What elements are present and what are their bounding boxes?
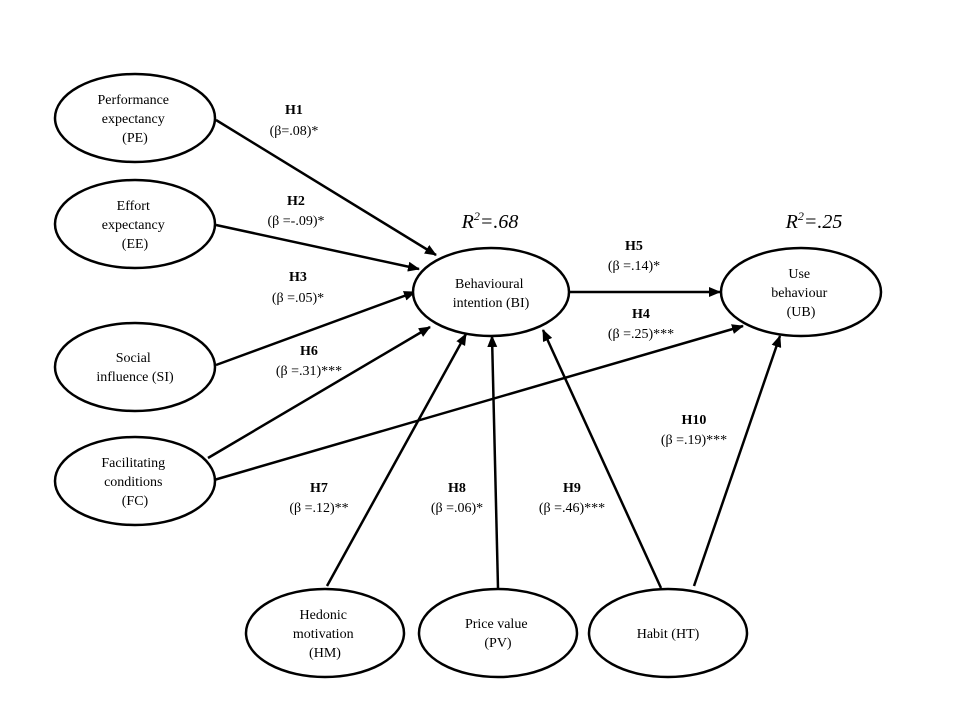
h8-beta: (β =.06)* [431,501,483,516]
node-ht [587,587,749,679]
h4-beta: (β =.25)*** [608,327,674,342]
edge-h10-ht-ub [692,335,782,587]
node-pe [53,72,217,164]
edge-h2-ee-bi [215,223,420,272]
node-ee-label: Effort expectancy (EE) [102,199,168,252]
node-pv-label: Price value (PV) [465,617,531,651]
node-bi [411,246,571,338]
edge-h9-ht-bi [541,329,663,589]
node-fc [53,435,217,527]
node-si [53,321,217,413]
h2-id: H2 [287,194,305,209]
h9-id: H9 [563,481,581,496]
node-pv [417,587,579,679]
node-ub-label: Use behaviour (UB) [771,267,830,320]
edge-h7-hm-bi [325,333,468,587]
h9-beta: (β =.46)*** [539,501,605,516]
h10-beta: (β =.19)*** [661,433,727,448]
edge-h1-pe-bi [215,118,437,257]
node-si-label: Social influence (SI) [96,351,174,385]
h8-id: H8 [448,481,466,496]
node-ht-label: Habit (HT) [637,627,700,642]
nodes [53,72,883,679]
h2-beta: (β =-.09)* [267,214,324,229]
node-bi-label: Behavioural intention (BI) [453,277,530,311]
h4-id: H4 [632,307,650,322]
r2-ub-label: R2=.25 [785,209,843,233]
node-labels: Performance expectancy (PE) Effort expec… [96,93,830,661]
node-pe-label: Performance expectancy (PE) [97,93,172,146]
h1-id: H1 [285,103,303,118]
node-ub [719,246,883,338]
h3-id: H3 [289,270,307,285]
h10-id: H10 [682,413,707,428]
h5-id: H5 [625,239,643,254]
edge-h8-pv-bi [487,335,500,589]
h6-id: H6 [300,344,318,359]
h6-beta: (β =.31)*** [276,364,342,379]
h7-beta: (β =.12)** [289,501,348,516]
node-hm-label: Hedonic motivation (HM) [293,608,357,661]
edge-h3-si-bi [215,290,416,367]
h7-id: H7 [310,481,328,496]
node-fc-label: Facilitating conditions (FC) [101,456,168,509]
h5-beta: (β =.14)* [608,259,660,274]
edge-h6-fc-bi [207,325,431,460]
edges [207,118,782,589]
h3-beta: (β =.05)* [272,291,324,306]
edge-h4-fc-ub [213,324,744,482]
node-ee [53,178,217,270]
hypothesis-labels: H1 (β=.08)* H2 (β =-.09)* H3 (β =.05)* H… [267,103,727,516]
r2-labels: R2=.68 R2=.25 [461,209,843,233]
r2-bi-label: R2=.68 [461,209,519,233]
h1-beta: (β=.08)* [270,124,319,139]
node-hm [244,587,406,679]
